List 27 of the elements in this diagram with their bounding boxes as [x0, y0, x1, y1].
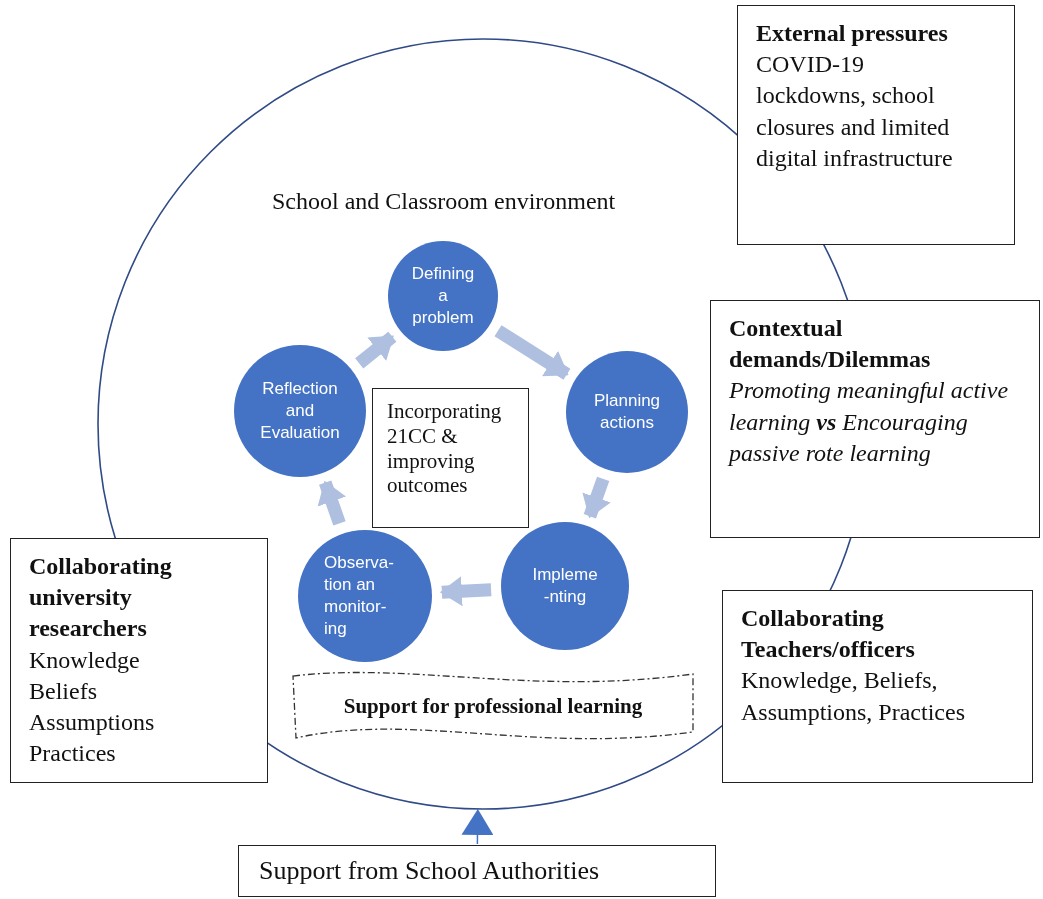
box-text: Promoting meaningful active learning vs Encouraging passive rote learning [729, 376, 1010, 468]
process-circle: Defining a problem [388, 241, 498, 351]
support-box: Support from School Authorities [238, 845, 716, 897]
info-box [710, 300, 1040, 538]
process-circle: Impleme -nting [501, 522, 629, 650]
process-circle: Reflection and Evaluation [234, 345, 366, 477]
block-arrow [355, 331, 397, 369]
goal-box: Incorporating 21CC & improving outcomes [372, 388, 529, 528]
info-box [10, 538, 268, 783]
block-arrow [494, 325, 571, 380]
box-heading: Collaborating university researchers [29, 552, 173, 644]
block-arrow [439, 576, 492, 607]
box-text: COVID-19 lockdowns, school closures and limited digital infrastructure [756, 50, 954, 173]
process-circle: Observa- tion an monitor- ing [298, 530, 432, 662]
box-text: Knowledge, Beliefs, Assumptions, Practices [741, 666, 966, 727]
arrow [461, 808, 494, 845]
process-circle: Planning actions [566, 351, 688, 473]
box-text: Knowledge Beliefs Assumptions Practices [29, 645, 156, 769]
block-arrow [317, 480, 346, 526]
block-arrow [582, 476, 611, 519]
banner-label: Support for professional learning [343, 693, 643, 719]
box-heading: Contextual demands/Dilemmas [729, 314, 932, 375]
info-box [737, 5, 1015, 245]
info-box [722, 590, 1033, 783]
box-heading: External pressures [756, 19, 949, 48]
box-heading: Collaborating Teachers/officers [741, 604, 916, 665]
environment-label: School and Classroom environment [272, 188, 616, 215]
